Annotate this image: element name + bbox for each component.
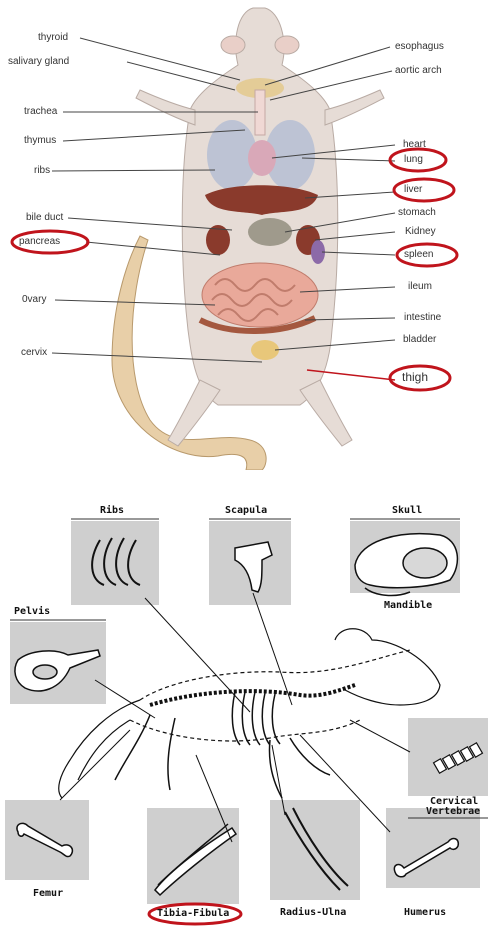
- label-skull: Skull: [392, 505, 422, 517]
- label-bladder: bladder: [403, 334, 436, 346]
- label-bile-duct: bile duct: [26, 212, 63, 224]
- skeleton-leader-lines: [60, 593, 410, 842]
- highlight-liver: [394, 179, 454, 201]
- label-spleen: spleen: [404, 249, 433, 261]
- label-salivary-gland: salivary gland: [8, 56, 69, 68]
- label-thyroid: thyroid: [38, 32, 68, 44]
- label-liver: liver: [404, 184, 422, 196]
- label-tibia-fibula: Tibia-Fibula: [157, 908, 229, 920]
- label-radius-ulna: Radius-Ulna: [280, 907, 346, 919]
- label-kidney: Kidney: [405, 226, 436, 238]
- label-ribs: ribs: [34, 165, 50, 177]
- organ-heart: [248, 140, 276, 176]
- rat-hindlimb-right: [300, 380, 352, 446]
- label-trachea: trachea: [24, 106, 57, 118]
- cervical-vertebrae-icon: [434, 743, 483, 773]
- humerus-icon: [394, 839, 458, 877]
- label-heart: heart: [403, 139, 426, 151]
- label-aortic-arch: aortic arch: [395, 65, 442, 77]
- label-intestine: intestine: [404, 312, 441, 324]
- label-femur: Femur: [33, 888, 63, 900]
- skull-icon: [355, 534, 457, 596]
- label-ovary: 0vary: [22, 294, 46, 306]
- rat-ear-right: [275, 36, 299, 54]
- skeleton-limbs: [115, 715, 330, 798]
- label-scapula: Scapula: [225, 505, 267, 517]
- label-thigh: thigh: [402, 371, 428, 383]
- femur-icon: [17, 823, 73, 856]
- organ-bladder: [251, 340, 279, 360]
- ribs-icon: [92, 538, 140, 585]
- label-ribs-bone: Ribs: [100, 505, 124, 517]
- rat-skeleton-outline: [59, 629, 440, 798]
- label-pelvis: Pelvis: [14, 606, 50, 618]
- rat-forelimb-left: [136, 90, 195, 125]
- pelvis-icon: [15, 650, 100, 691]
- label-thymus: thymus: [24, 135, 56, 147]
- label-esophagus: esophagus: [395, 41, 444, 53]
- rat-hindlimb-left: [168, 380, 220, 446]
- tibia-fibula-icon: [155, 824, 236, 895]
- rat-skeleton-illustration: [0, 470, 497, 926]
- label-mandible: Mandible: [384, 600, 432, 612]
- rat-ear-left: [221, 36, 245, 54]
- radius-ulna-icon: [285, 808, 348, 890]
- scapula-icon: [235, 542, 272, 592]
- rat-forelimb-right: [325, 90, 384, 125]
- label-humerus: Humerus: [404, 907, 446, 919]
- label-ileum: ileum: [408, 281, 432, 293]
- label-cervix: cervix: [21, 347, 47, 359]
- label-vertebrae: Vertebrae: [426, 806, 480, 818]
- label-stomach: stomach: [398, 207, 436, 219]
- label-pancreas: pancreas: [19, 236, 60, 248]
- label-lung: lung: [404, 154, 423, 166]
